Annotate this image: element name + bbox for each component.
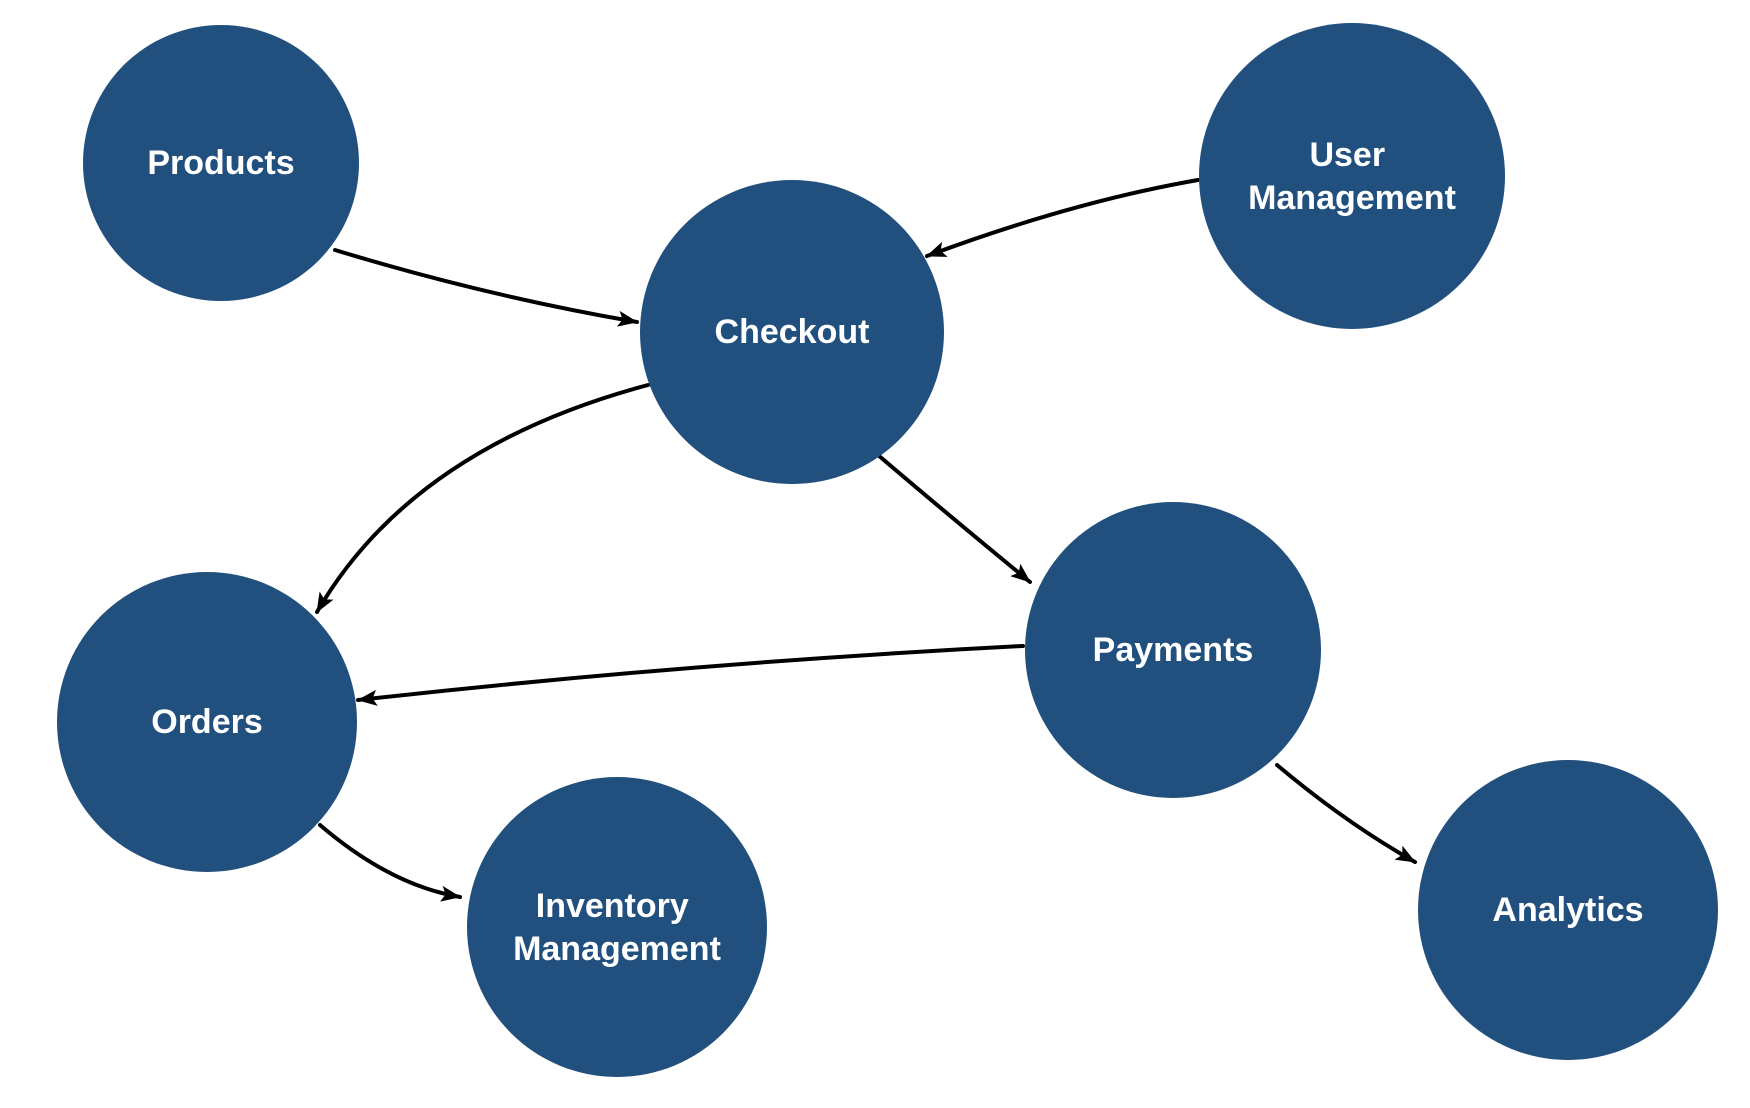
node-checkout-label: Checkout bbox=[715, 313, 870, 351]
node-checkout-circle bbox=[640, 180, 944, 484]
edge-layer bbox=[315, 178, 1417, 902]
node-products: Products bbox=[83, 25, 359, 301]
edge-payments-to-analytics bbox=[1275, 763, 1417, 864]
node-inventory-management-circle bbox=[467, 777, 767, 1077]
node-payments: Payments bbox=[1025, 502, 1321, 798]
node-user-management-label: User Management bbox=[1248, 125, 1456, 217]
node-user-management-circle bbox=[1199, 23, 1505, 329]
edge-payments-to-orders bbox=[356, 644, 1025, 706]
edge-orders-to-inventory-management bbox=[318, 823, 462, 902]
edge-checkout-to-orders bbox=[315, 383, 650, 614]
node-analytics-circle bbox=[1418, 760, 1718, 1060]
edge-user-management-to-checkout bbox=[925, 178, 1200, 258]
node-orders-label: Orders bbox=[151, 703, 263, 741]
node-analytics-label: Analytics bbox=[1492, 891, 1643, 929]
node-checkout: Checkout bbox=[640, 180, 944, 484]
node-products-label: Products bbox=[147, 144, 294, 182]
edge-checkout-to-payments bbox=[876, 453, 1032, 584]
node-payments-label: Payments bbox=[1093, 631, 1254, 669]
node-user-management: User Management bbox=[1199, 23, 1505, 329]
node-products-circle bbox=[83, 25, 359, 301]
node-orders-circle bbox=[57, 572, 357, 872]
node-inventory-management-label: Inventory Management bbox=[513, 876, 721, 968]
node-inventory-management: Inventory Management bbox=[467, 777, 767, 1077]
node-analytics: Analytics bbox=[1418, 760, 1718, 1060]
edge-products-to-checkout bbox=[333, 248, 639, 327]
node-orders: Orders bbox=[57, 572, 357, 872]
node-payments-circle bbox=[1025, 502, 1321, 798]
